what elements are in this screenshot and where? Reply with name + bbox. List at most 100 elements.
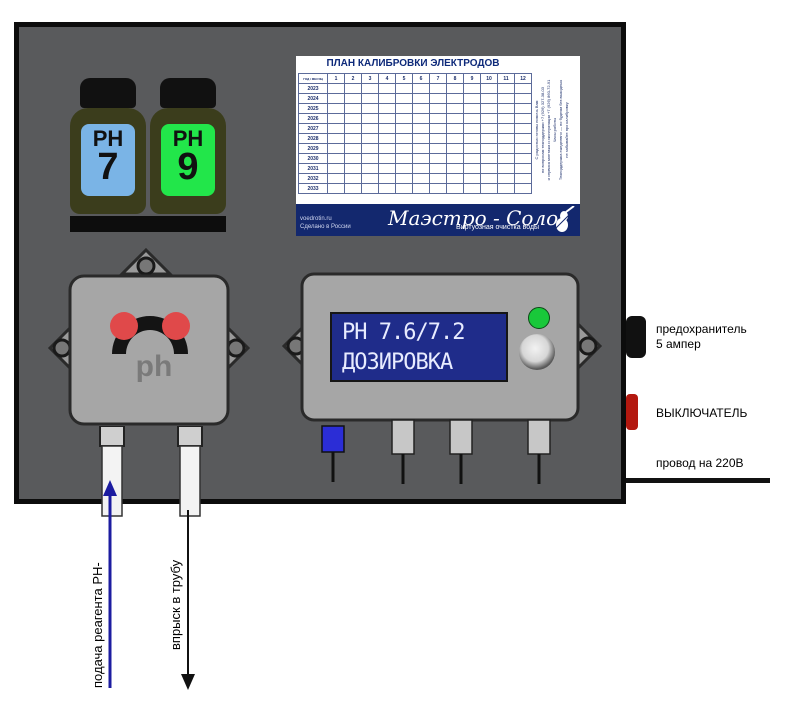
calibration-cell[interactable]: [378, 93, 396, 104]
calibration-cell[interactable]: [497, 83, 515, 94]
calibration-cell[interactable]: [412, 153, 430, 164]
calibration-cell[interactable]: [514, 143, 532, 154]
calibration-cell[interactable]: [480, 123, 498, 134]
calibration-cell[interactable]: [378, 143, 396, 154]
calibration-cell[interactable]: [429, 103, 447, 114]
calibration-cell[interactable]: [480, 143, 498, 154]
calibration-cell[interactable]: [463, 113, 481, 124]
calibration-cell[interactable]: [344, 143, 362, 154]
calibration-cell[interactable]: [378, 83, 396, 94]
calibration-cell[interactable]: [446, 173, 464, 184]
calibration-cell[interactable]: [412, 93, 430, 104]
calibration-cell[interactable]: [344, 183, 362, 194]
calibration-cell[interactable]: [446, 83, 464, 94]
calibration-cell[interactable]: [344, 123, 362, 134]
calibration-cell[interactable]: [446, 103, 464, 114]
calibration-cell[interactable]: [514, 103, 532, 114]
calibration-cell[interactable]: [412, 113, 430, 124]
calibration-cell[interactable]: [395, 93, 413, 104]
calibration-cell[interactable]: [514, 183, 532, 194]
calibration-cell[interactable]: [344, 83, 362, 94]
calibration-cell[interactable]: [480, 103, 498, 114]
calibration-cell[interactable]: [429, 153, 447, 164]
calibration-cell[interactable]: [480, 183, 498, 194]
calibration-cell[interactable]: [429, 133, 447, 144]
calibration-cell[interactable]: [480, 163, 498, 174]
calibration-cell[interactable]: [395, 123, 413, 134]
calibration-cell[interactable]: [463, 93, 481, 104]
calibration-cell[interactable]: [395, 133, 413, 144]
calibration-cell[interactable]: [327, 163, 345, 174]
calibration-cell[interactable]: [361, 163, 379, 174]
calibration-cell[interactable]: [497, 143, 515, 154]
calibration-cell[interactable]: [446, 183, 464, 194]
calibration-cell[interactable]: [395, 143, 413, 154]
calibration-cell[interactable]: [463, 103, 481, 114]
calibration-cell[interactable]: [497, 93, 515, 104]
calibration-cell[interactable]: [378, 123, 396, 134]
calibration-cell[interactable]: [480, 83, 498, 94]
calibration-cell[interactable]: [361, 113, 379, 124]
calibration-cell[interactable]: [429, 173, 447, 184]
calibration-cell[interactable]: [344, 93, 362, 104]
calibration-cell[interactable]: [429, 163, 447, 174]
calibration-cell[interactable]: [412, 83, 430, 94]
calibration-cell[interactable]: [327, 103, 345, 114]
calibration-cell[interactable]: [412, 103, 430, 114]
calibration-cell[interactable]: [344, 173, 362, 184]
calibration-cell[interactable]: [480, 113, 498, 124]
calibration-cell[interactable]: [514, 153, 532, 164]
calibration-cell[interactable]: [378, 173, 396, 184]
control-knob[interactable]: [519, 334, 555, 370]
calibration-cell[interactable]: [514, 113, 532, 124]
calibration-cell[interactable]: [497, 163, 515, 174]
calibration-cell[interactable]: [361, 183, 379, 194]
calibration-cell[interactable]: [446, 143, 464, 154]
calibration-cell[interactable]: [497, 183, 515, 194]
calibration-cell[interactable]: [344, 153, 362, 164]
calibration-cell[interactable]: [327, 133, 345, 144]
calibration-cell[interactable]: [463, 123, 481, 134]
calibration-cell[interactable]: [412, 123, 430, 134]
calibration-cell[interactable]: [378, 103, 396, 114]
calibration-cell[interactable]: [344, 113, 362, 124]
calibration-cell[interactable]: [327, 93, 345, 104]
calibration-cell[interactable]: [327, 113, 345, 124]
calibration-cell[interactable]: [514, 123, 532, 134]
calibration-cell[interactable]: [463, 143, 481, 154]
calibration-cell[interactable]: [378, 163, 396, 174]
calibration-cell[interactable]: [327, 183, 345, 194]
calibration-cell[interactable]: [412, 143, 430, 154]
calibration-cell[interactable]: [361, 123, 379, 134]
calibration-cell[interactable]: [514, 163, 532, 174]
calibration-cell[interactable]: [497, 173, 515, 184]
calibration-cell[interactable]: [378, 183, 396, 194]
calibration-cell[interactable]: [514, 93, 532, 104]
calibration-cell[interactable]: [497, 123, 515, 134]
calibration-cell[interactable]: [480, 93, 498, 104]
calibration-cell[interactable]: [480, 153, 498, 164]
calibration-cell[interactable]: [395, 153, 413, 164]
calibration-cell[interactable]: [412, 163, 430, 174]
calibration-cell[interactable]: [412, 173, 430, 184]
calibration-cell[interactable]: [344, 163, 362, 174]
calibration-cell[interactable]: [463, 183, 481, 194]
calibration-cell[interactable]: [514, 173, 532, 184]
calibration-cell[interactable]: [395, 173, 413, 184]
power-switch[interactable]: [626, 394, 638, 430]
calibration-cell[interactable]: [446, 153, 464, 164]
calibration-cell[interactable]: [497, 153, 515, 164]
calibration-cell[interactable]: [446, 113, 464, 124]
calibration-cell[interactable]: [361, 93, 379, 104]
calibration-cell[interactable]: [463, 173, 481, 184]
calibration-cell[interactable]: [446, 163, 464, 174]
calibration-cell[interactable]: [327, 123, 345, 134]
calibration-cell[interactable]: [429, 83, 447, 94]
calibration-cell[interactable]: [412, 133, 430, 144]
calibration-cell[interactable]: [463, 153, 481, 164]
calibration-cell[interactable]: [429, 143, 447, 154]
calibration-cell[interactable]: [395, 103, 413, 114]
calibration-cell[interactable]: [429, 183, 447, 194]
calibration-cell[interactable]: [446, 123, 464, 134]
calibration-cell[interactable]: [446, 133, 464, 144]
